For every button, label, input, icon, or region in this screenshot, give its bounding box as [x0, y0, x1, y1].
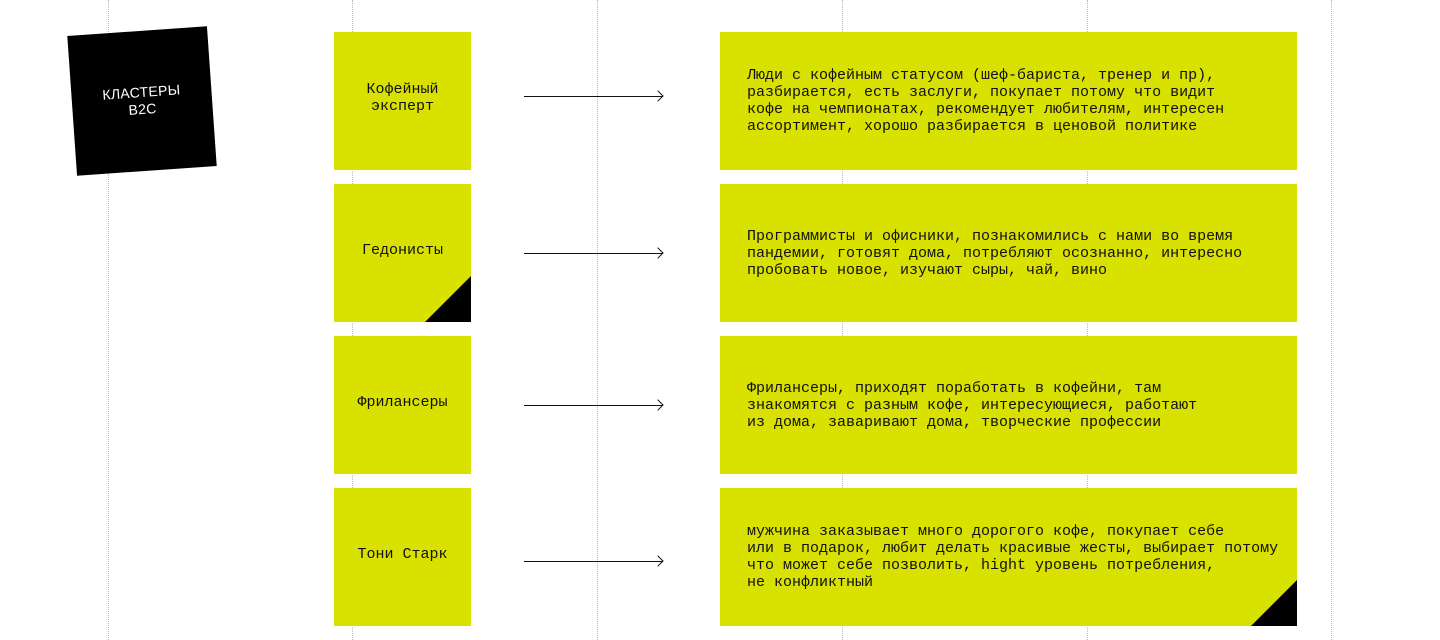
arrow-icon	[524, 405, 663, 406]
folded-corner-icon	[1251, 580, 1297, 626]
cluster-description-card: Люди с кофейным статусом (шеф-бариста, т…	[720, 32, 1297, 170]
cluster-description-card: мужчина заказывает много дорогого кофе, …	[720, 488, 1297, 626]
cluster-name: Гедонисты	[361, 241, 443, 259]
cluster-name: Фрилансеры	[357, 393, 448, 411]
cluster-description: Фрилансеры, приходят поработать в кофейн…	[747, 379, 1198, 431]
cluster-card: Фрилансеры	[334, 336, 471, 474]
cluster-description-card: Программисты и офисники, познакомились с…	[720, 184, 1297, 322]
cluster-description: мужчина заказывает много дорогого кофе, …	[747, 523, 1279, 591]
arrow-icon	[524, 561, 663, 562]
arrow-icon	[524, 96, 663, 97]
cluster-description: Программисты и офисники, познакомились с…	[747, 227, 1243, 279]
grid-line	[1331, 0, 1332, 640]
arrow-icon	[524, 253, 663, 254]
grid-line	[108, 0, 109, 640]
cluster-description-card: Фрилансеры, приходят поработать в кофейн…	[720, 336, 1297, 474]
cluster-description: Люди с кофейным статусом (шеф-бариста, т…	[747, 67, 1225, 135]
cluster-name: Тони Старк	[357, 545, 448, 563]
folded-corner-icon	[425, 276, 471, 322]
grid-line	[597, 0, 598, 640]
cluster-card: Кофейный эксперт	[334, 32, 471, 170]
cluster-name: Кофейный эксперт	[366, 81, 439, 115]
cluster-card: Тони Старк	[334, 488, 471, 626]
title: КЛАСТЕРЫ B2C	[101, 81, 181, 118]
cluster-card: Гедонисты	[334, 184, 471, 322]
title-badge: КЛАСТЕРЫ B2C	[67, 26, 217, 176]
